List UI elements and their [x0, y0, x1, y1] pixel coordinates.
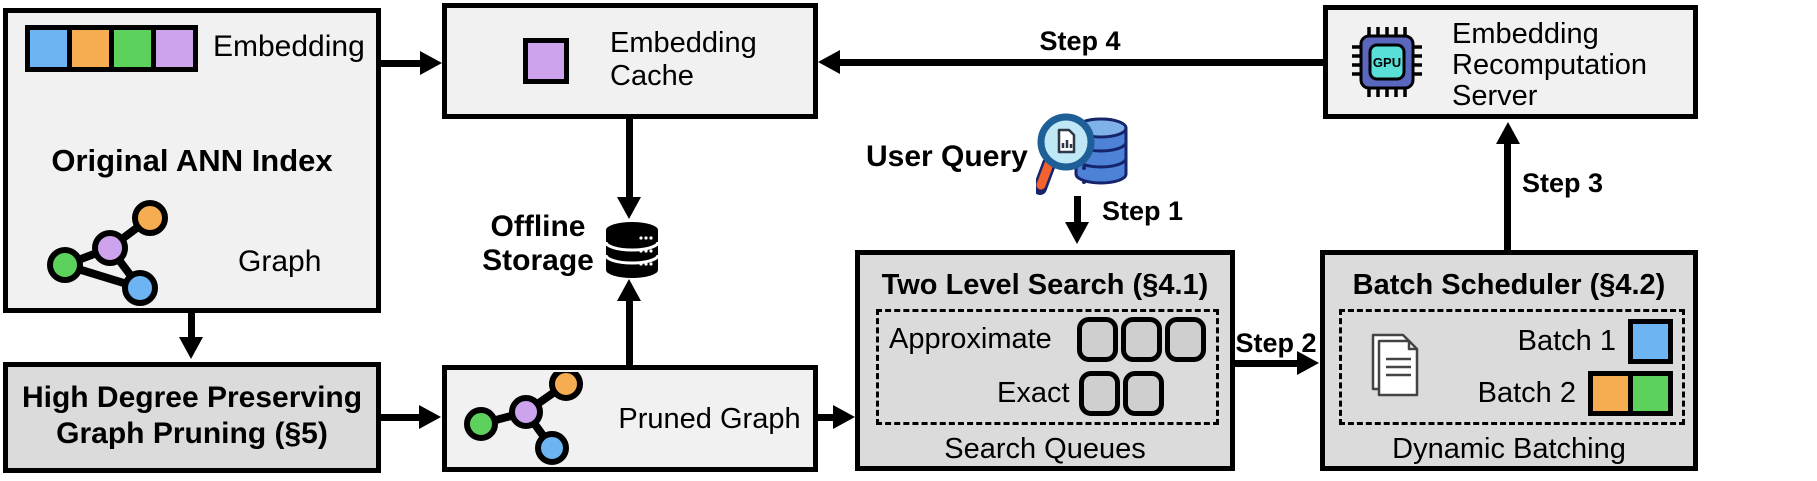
arrow-step2-shaft — [1235, 360, 1299, 367]
approximate-queue-slots — [1077, 316, 1206, 362]
gpu-icon: GPU — [1352, 27, 1422, 97]
embedding-label: Embedding — [213, 30, 365, 63]
arrow-cache-to-storage-shaft — [626, 119, 633, 199]
arrow-prunedgraph-to-search-shaft — [818, 414, 834, 421]
arrow-step1-head — [1065, 222, 1089, 244]
batch1-label: Batch 1 — [1517, 324, 1616, 357]
step3-label: Step 3 — [1522, 168, 1604, 198]
batch1-row: Batch 1 — [1435, 315, 1673, 367]
batch2-label: Batch 2 — [1477, 376, 1576, 409]
orange-square — [72, 30, 109, 67]
query-magnifier-database-icon — [1036, 113, 1128, 195]
arrow-step1-shaft — [1074, 196, 1081, 224]
embedding-cache-label: Embedding Cache — [610, 27, 757, 92]
batch-rows: Batch 1 Batch 2 — [1435, 315, 1673, 419]
arrow-prunedgraph-to-search-head — [833, 405, 855, 429]
batch2-row: Batch 2 — [1435, 367, 1673, 419]
queue-slot — [1077, 316, 1118, 362]
arrow-pruning-to-prunedgraph-head — [419, 405, 441, 429]
documents-icon — [1371, 333, 1419, 397]
purple-square — [156, 30, 193, 67]
step4-label: Step 4 — [1039, 26, 1121, 56]
step2-label: Step 2 — [1235, 328, 1317, 358]
exact-label: Exact — [997, 376, 1070, 409]
cached-embedding-square — [523, 38, 569, 84]
database-icon — [604, 222, 660, 278]
blue-square — [30, 30, 67, 67]
arrow-step3-head — [1496, 122, 1520, 144]
batch-scheduler-box: Batch Scheduler (§4.2) Batch 1 Batch 2 D… — [1320, 250, 1698, 471]
approximate-queue-row: Approximate — [879, 312, 1216, 366]
search-queues-panel: Approximate Exact — [876, 309, 1219, 425]
embedding-vector-icon — [25, 25, 198, 72]
queue-slot — [1165, 316, 1206, 362]
graph-icon — [47, 200, 168, 306]
two-level-search-box: Two Level Search (§4.1) Approximate Exac… — [855, 250, 1235, 471]
original-ann-index-box: Embedding Original ANN Index Graph — [3, 8, 381, 313]
batch1-squares — [1628, 318, 1673, 364]
approximate-label: Approximate — [889, 322, 1052, 355]
graph-pruning-box: High Degree Preserving Graph Pruning (§5… — [3, 362, 381, 473]
green-square — [1628, 370, 1673, 416]
graph-label: Graph — [238, 245, 322, 278]
blue-square — [1628, 318, 1673, 364]
batch-scheduler-title: Batch Scheduler (§4.2) — [1352, 269, 1666, 301]
queue-slot — [1079, 370, 1120, 416]
arrow-step4-shaft — [838, 59, 1323, 66]
arrow-step2-head — [1297, 351, 1319, 375]
arrow-ann-to-cache-head — [420, 51, 442, 75]
search-queues-caption: Search Queues — [944, 433, 1146, 465]
pruned-graph-label: Pruned Graph — [618, 403, 801, 435]
arrow-step3-shaft — [1504, 142, 1511, 250]
exact-queue-row: Exact — [879, 366, 1216, 420]
pruned-graph-box: Pruned Graph — [442, 365, 818, 472]
arrow-prunedgraph-to-storage-shaft — [626, 298, 633, 365]
dynamic-batching-caption: Dynamic Batching — [1392, 433, 1626, 465]
arrow-ann-to-pruning-shaft — [188, 313, 195, 339]
exact-queue-slots — [1079, 370, 1164, 416]
queue-slot — [1121, 316, 1162, 362]
arrow-step4-head — [818, 50, 840, 74]
step1-label: Step 1 — [1102, 196, 1184, 226]
arrow-ann-to-cache-shaft — [381, 60, 423, 67]
original-ann-index-title: Original ANN Index — [51, 143, 333, 178]
dynamic-batching-panel — [1339, 309, 1685, 425]
pruned-graph-icon — [464, 372, 583, 465]
arrow-prunedgraph-to-storage-head — [617, 279, 641, 301]
arrow-ann-to-pruning-head — [179, 337, 203, 359]
graph-pruning-label: High Degree Preserving Graph Pruning (§5… — [21, 381, 363, 450]
embedding-cache-box: Embedding Cache — [442, 3, 818, 119]
recomputation-server-label: Embedding Recomputation Server — [1452, 18, 1648, 112]
orange-square — [1588, 370, 1633, 416]
arrow-cache-to-storage-head — [617, 197, 641, 219]
two-level-search-title: Two Level Search (§4.1) — [881, 269, 1209, 301]
gpu-chip-label: GPU — [1373, 55, 1401, 70]
offline-storage-label: Offline Storage — [482, 210, 594, 277]
arrow-pruning-to-prunedgraph-shaft — [381, 414, 421, 421]
queue-slot — [1123, 370, 1164, 416]
green-square — [114, 30, 151, 67]
recomputation-server-box: GPU Embedding Recomputation Server — [1323, 5, 1698, 119]
user-query-label: User Query — [866, 140, 1028, 173]
batch2-squares — [1588, 370, 1673, 416]
